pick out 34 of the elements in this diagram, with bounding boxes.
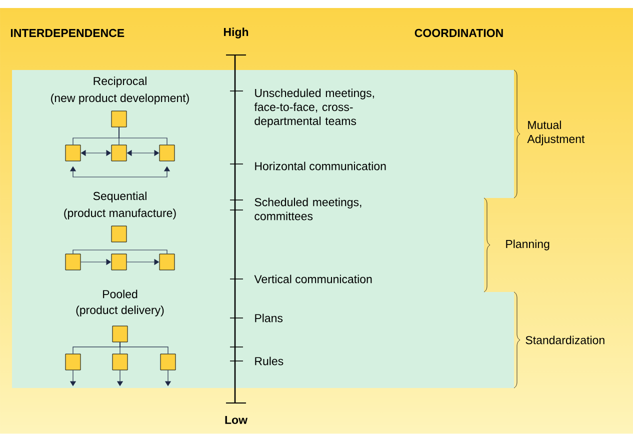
column-heading: COORDINATION — [414, 28, 503, 38]
column-heading: INTERDEPENDENCE — [10, 28, 124, 38]
square-box — [65, 354, 81, 370]
connector — [118, 126, 168, 146]
square-box — [65, 144, 81, 162]
coordination-group: Planning — [506, 240, 550, 250]
scale-end-label: Low — [225, 416, 248, 424]
connector — [120, 342, 168, 354]
interdependence-example: (product delivery) — [76, 306, 164, 316]
interdependence-example: (new product development) — [51, 94, 189, 104]
interdependence-type: Reciprocal — [94, 76, 146, 88]
coordination-method: Unscheduled meetings, face-to-face, cross-departmental teams — [254, 88, 374, 128]
square-box — [112, 354, 128, 370]
square-box — [112, 326, 128, 342]
coordination-method: Plans — [255, 314, 283, 322]
square-box — [65, 254, 81, 270]
coordination-method: Scheduled meetings, committees — [254, 198, 362, 220]
square-box — [111, 226, 127, 242]
interdependence-type: Pooled — [103, 290, 138, 298]
coordination-method: Horizontal communication — [255, 162, 386, 170]
scale-end-label: High — [224, 28, 248, 38]
coordination-method: Rules — [255, 356, 284, 366]
interdependence-type: Sequential — [93, 192, 146, 202]
coordination-group: Mutual Adjustment — [527, 120, 585, 146]
square-box — [111, 110, 127, 128]
coordination-group: Standardization — [526, 336, 604, 344]
interdependence-example: (product manufacture) — [64, 208, 176, 220]
square-box — [160, 354, 176, 370]
coordination-method: Vertical communication — [254, 274, 372, 284]
square-box — [159, 144, 175, 162]
connector — [72, 250, 168, 254]
square-box — [111, 144, 127, 162]
square-box — [111, 254, 127, 270]
square-box — [159, 254, 175, 270]
